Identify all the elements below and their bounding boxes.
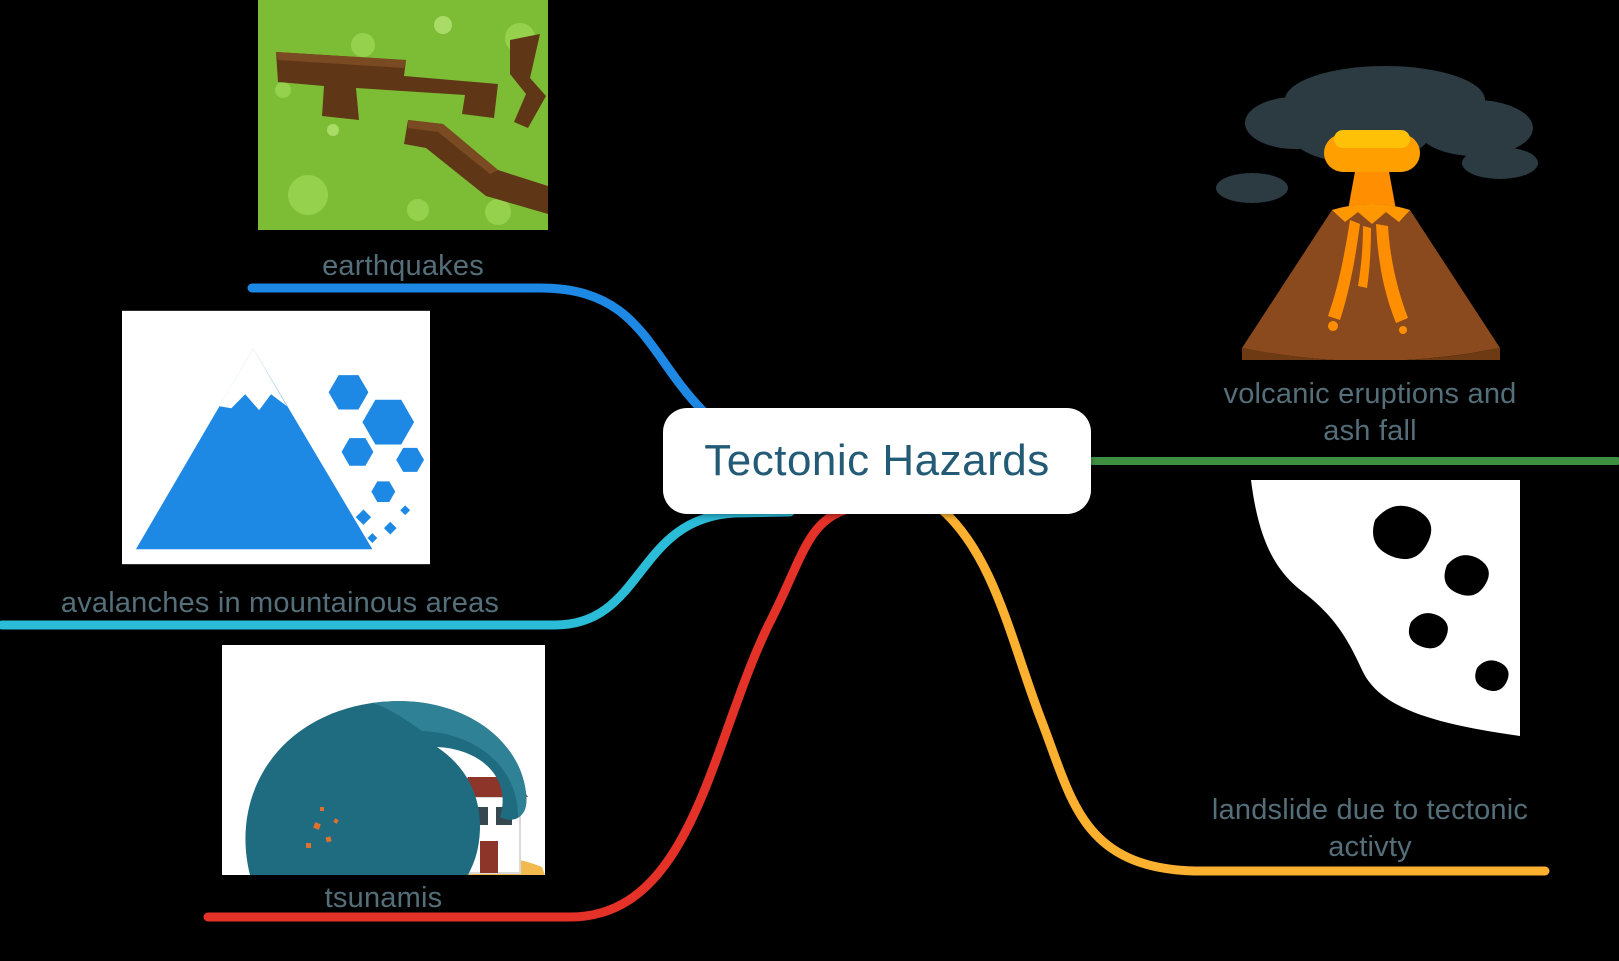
snow-cap (219, 348, 287, 411)
branch-line-tsunamis (203, 505, 850, 922)
volcanic-node-image[interactable] (1200, 48, 1540, 360)
landslide-label: landslide due to tectonic activty (1211, 794, 1529, 863)
landslide-node-image[interactable] (1225, 480, 1520, 770)
avalanches-label: avalanches in mountainous areas (60, 587, 500, 619)
debris (306, 807, 339, 848)
ground-cracks (276, 34, 548, 214)
earthquakes-label: earthquakes (322, 250, 484, 282)
grass-spots-light (327, 16, 452, 136)
volcanic-label: volcanic eruptions and ash fall (1223, 378, 1517, 447)
wave-over-houses-icon (222, 645, 545, 875)
erupting-volcano-icon (1216, 66, 1538, 360)
mountain-shape (135, 348, 373, 550)
wave-crest (372, 701, 527, 817)
boulders (1373, 505, 1509, 691)
crack-highlights (276, 52, 498, 174)
center-node-title: Tectonic Hazards (704, 436, 1050, 485)
tsunami-wave (245, 701, 527, 875)
mountain-avalanche-icon (122, 310, 430, 565)
center-node[interactable]: Tectonic Hazards (663, 408, 1091, 514)
slope (1225, 480, 1520, 770)
eruption-column (1324, 130, 1420, 217)
lava-streaks (1328, 220, 1408, 334)
branch-line-landslide (935, 503, 1550, 876)
tsunamis-node-image[interactable] (222, 645, 545, 875)
falling-snow-hexagons (328, 375, 425, 543)
avalanches-node-image[interactable] (122, 310, 430, 565)
tsunamis-label: tsunamis (324, 882, 443, 914)
branch-line-avalanches (0, 507, 795, 630)
volcano-cone (1242, 204, 1500, 360)
cracked-ground-icon (258, 0, 548, 230)
earthquakes-node-image[interactable] (258, 0, 548, 230)
rockslide-icon (1225, 480, 1520, 770)
